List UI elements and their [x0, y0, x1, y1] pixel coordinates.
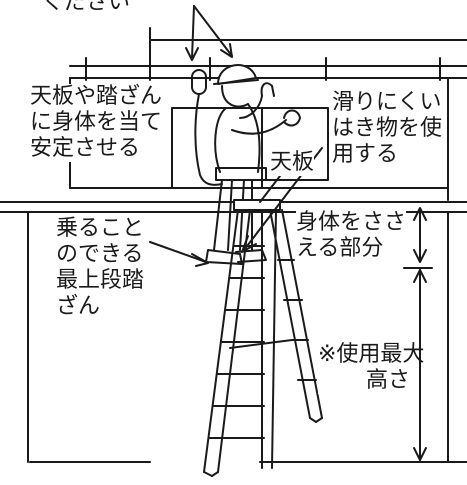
label-standable-top-step: 乗ること のできる 最上段踏 ざん [56, 216, 145, 320]
label-max-height: ※使用最大 高さ [318, 342, 425, 394]
stepladder-icon [203, 199, 323, 477]
label-body-support: 身体をささ える部分 [296, 210, 407, 262]
label-top-plate: 天板 [270, 150, 315, 176]
safety-helmet-icon [217, 64, 257, 85]
label-non-slip-shoes: 滑りにくい はき物を使 用する [332, 90, 443, 168]
caption-pointer-arrows [185, 5, 233, 61]
carabiner-hook-icon [191, 69, 223, 186]
label-top-plate-contact: 天板や踏ざん に身体を当て 安定させる [30, 84, 163, 162]
wall-plate-right [261, 107, 329, 181]
top-caption-cutoff: ください [42, 0, 131, 15]
dimension-arrows [403, 207, 433, 463]
